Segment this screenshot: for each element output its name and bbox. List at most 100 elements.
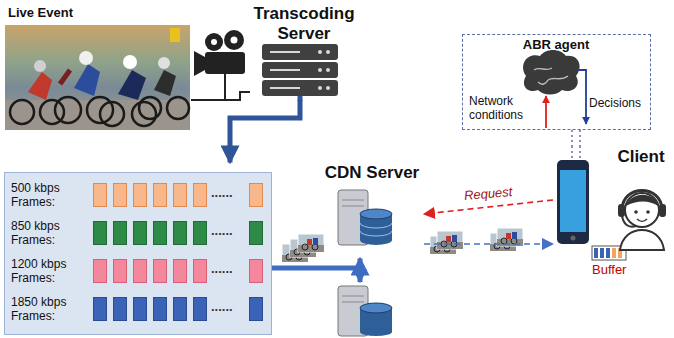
art-shape [132, 102, 156, 126]
art-shape [270, 52, 300, 88]
event-photo [5, 25, 190, 130]
art-shape [560, 170, 586, 232]
art-shape [55, 97, 81, 123]
art-shape [579, 146, 581, 160]
art-shape [612, 248, 616, 258]
art-shape [342, 302, 364, 303]
art-shape [620, 230, 664, 250]
frame-square [133, 221, 147, 245]
art-shape [622, 216, 636, 227]
art-shape [360, 223, 392, 236]
node-text: ABR agent [463, 38, 649, 53]
frame-square [113, 297, 127, 321]
art-shape [545, 96, 547, 128]
art-shape [211, 39, 217, 45]
art-shape [123, 55, 137, 69]
art-shape [318, 68, 322, 72]
buffer-label: Buffer [592, 263, 626, 278]
frame-square [133, 259, 147, 283]
node-text: CDN Server [322, 163, 422, 183]
art-shape [100, 102, 124, 126]
art-shape [318, 50, 330, 90]
frame-square [113, 259, 127, 283]
frame-square [93, 297, 107, 321]
edge-label: Request [462, 185, 516, 204]
art-shape [600, 248, 604, 258]
art-shape [167, 97, 189, 119]
art-shape [224, 30, 244, 50]
frame-square [153, 183, 167, 207]
art-shape [578, 70, 586, 124]
art-shape [326, 86, 330, 90]
art-shape [60, 70, 70, 84]
frame-square [153, 259, 167, 283]
art-shape [5, 100, 190, 130]
art-shape [205, 33, 223, 51]
transcoding-server: Transcoding Server [250, 2, 360, 100]
art-shape [224, 74, 226, 100]
client-icon [618, 191, 666, 251]
frame-square [249, 259, 263, 283]
art-shape [231, 37, 238, 44]
node-text: Client [611, 147, 671, 167]
ingest-arrow [230, 100, 300, 163]
ellipsis-dots: ...... [211, 300, 233, 315]
frame-square [193, 297, 207, 321]
node-text: Transcoding Server [250, 4, 358, 43]
frame-square [153, 221, 167, 245]
ellipsis-dots: ...... [211, 262, 233, 277]
art-shape [170, 28, 180, 42]
art-shape [118, 70, 146, 100]
transcoding-server-icon [262, 44, 338, 101]
art-shape [262, 44, 338, 60]
art-shape [139, 97, 161, 119]
art-shape [10, 97, 189, 126]
art-shape [262, 80, 338, 96]
art-shape [5, 25, 190, 130]
frame-square [93, 259, 107, 283]
art-shape [79, 51, 93, 65]
art-shape [326, 68, 330, 72]
art-shape [270, 87, 300, 89]
art-shape [606, 248, 610, 258]
node-text: Network conditions [469, 95, 543, 123]
delivery-arrow [424, 243, 553, 245]
art-shape [659, 204, 666, 217]
art-shape [298, 234, 324, 252]
art-shape [622, 191, 662, 211]
node-text: 1200 kbps Frames: [11, 258, 85, 286]
art-shape [154, 70, 176, 96]
art-shape [360, 303, 392, 313]
art-shape [437, 231, 463, 249]
frame-square [133, 297, 147, 321]
frame-square [173, 259, 187, 283]
art-shape [270, 69, 300, 71]
art-shape [318, 86, 322, 90]
brain-icon [523, 50, 580, 95]
node-text: Live Event [8, 6, 138, 21]
art-shape [637, 219, 647, 221]
frame-square [173, 221, 187, 245]
node-text: 850 kbps Frames: [11, 220, 85, 248]
art-shape [557, 160, 589, 244]
agent-link [572, 130, 580, 146]
art-shape [34, 60, 46, 72]
art-shape [594, 248, 598, 258]
frame-square [113, 183, 127, 207]
art-shape [523, 50, 580, 95]
art-shape [360, 328, 392, 336]
cdn-server: CDN Server [322, 163, 424, 249]
art-shape [634, 210, 638, 214]
frame-thumbnails [430, 228, 523, 254]
art-shape [626, 195, 658, 206]
cdn-server-icon [338, 286, 392, 336]
ellipsis-dots: ...... [211, 186, 233, 201]
art-shape [625, 193, 659, 227]
node-text: Decisions [589, 97, 647, 111]
abr-agent-box: ABR agentNetwork conditions Decisions [462, 34, 651, 130]
art-shape [28, 72, 52, 100]
phone-icon [557, 146, 589, 244]
art-shape [342, 200, 364, 201]
camera-cable [191, 92, 250, 100]
